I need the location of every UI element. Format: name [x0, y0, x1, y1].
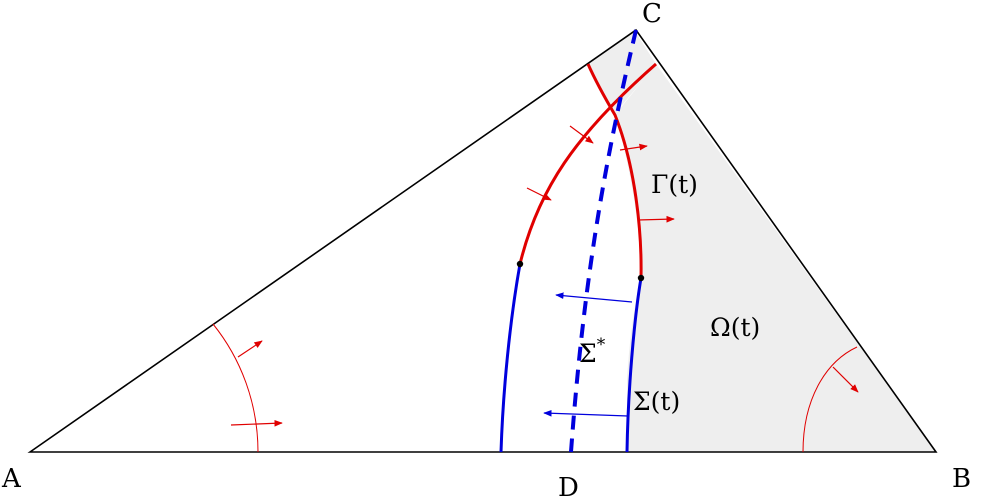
- omega-region: [615, 64, 936, 452]
- point-label-d: D: [558, 473, 579, 501]
- angle-a-arrow-1: [237, 340, 263, 358]
- junction-right-dot: [637, 274, 645, 282]
- angle-arc-b: [802, 346, 858, 453]
- omega-region-top: [588, 30, 656, 115]
- sigma-star-symbol: Σ: [579, 339, 597, 368]
- gamma-arrow-4: [637, 215, 675, 223]
- gamma-left-curve: [518, 62, 657, 265]
- sigma-star-superscript: *: [597, 335, 606, 355]
- sigma-left-curve: [499, 263, 522, 453]
- point-label-a: A: [1, 464, 22, 494]
- gamma-arrow-3: [619, 143, 648, 151]
- sigma-star-label: Σ*: [579, 335, 606, 368]
- gamma-arrow-2: [526, 187, 552, 201]
- sigma-star-dashed-curve: [569, 29, 638, 453]
- gamma-label: Γ(t): [651, 170, 698, 199]
- gamma-arrow-1: [569, 125, 594, 144]
- triangle-abc: [27, 28, 938, 453]
- angle-a-arrow-2: [230, 419, 283, 427]
- point-label-b: B: [952, 464, 971, 494]
- sigma-arrow-2: [543, 409, 629, 417]
- junction-left-dot: [516, 260, 524, 268]
- sigma-arrow-1: [555, 292, 633, 303]
- angle-b-arrow: [832, 366, 859, 393]
- omega-label: Ω(t): [710, 313, 760, 342]
- gamma-right-curve: [586, 63, 643, 279]
- point-label-c: C: [642, 0, 662, 29]
- angle-arc-a: [212, 323, 259, 453]
- sigma-t-label: Σ(t): [633, 387, 680, 416]
- sigma-right-curve: [625, 277, 643, 453]
